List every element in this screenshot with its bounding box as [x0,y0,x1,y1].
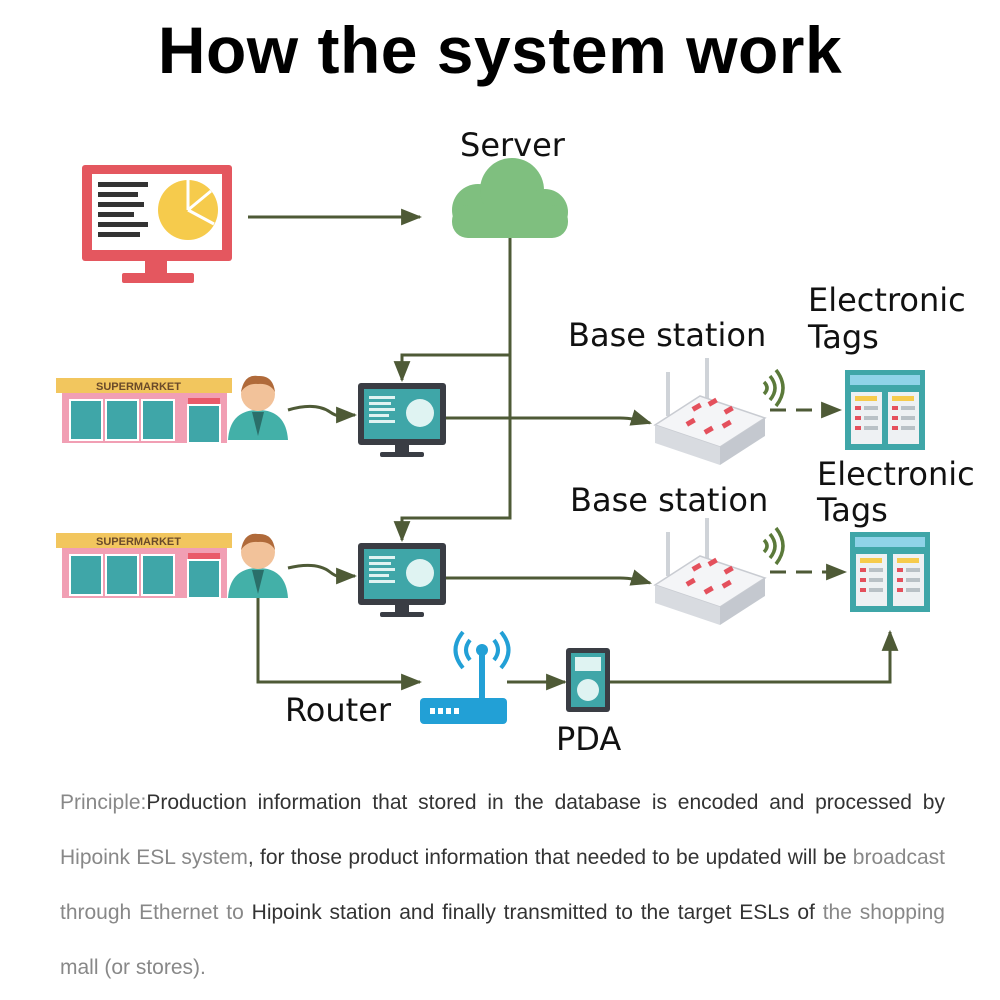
cloud-server-icon [452,158,568,238]
pda-device-icon [566,648,610,712]
clerk-2-avatar [228,533,288,598]
base-station-1-label: Base station [568,316,767,354]
principle-paragraph: Principle:Production information that st… [60,775,945,995]
supermarket-1-sign: SUPERMARKET [96,381,181,393]
electronic-tags-1-label-line1: Electronic [808,281,966,319]
wifi-signal-1-icon [762,368,785,408]
terminal-1-to-base-arrow [445,409,653,426]
router-icon [420,630,511,724]
supermarket-1-icon [56,378,232,444]
clerk-2-to-terminal-arrow [287,563,358,585]
connection-lines [248,208,899,691]
electronic-tags-2-icon [850,532,930,612]
principle-text-3: , for those product information that nee… [247,846,847,869]
wifi-signal-2-icon [762,526,785,566]
terminal-2-to-base-arrow [445,569,653,586]
pda-to-tags-arrow [610,629,899,684]
pda-label: PDA [556,720,622,758]
electronic-tags-2-label-line2: Tags [817,491,888,529]
supermarket-2-icon [56,533,232,599]
clerk-1-to-terminal-arrow [287,405,358,424]
base-station-2-icon [653,518,767,625]
principle-prefix: Principle: [60,791,147,814]
principle-text-4: broadcast through Ethernet to [60,846,945,924]
server-to-terminal-2-arrow [393,232,512,543]
electronic-tags-1-label-line2: Tags [808,318,879,356]
clerk-to-router-arrow [256,598,423,691]
principle-text-1: Production information that stored in th… [146,791,945,814]
router-label: Router [285,691,392,729]
supermarket-2-sign: SUPERMARKET [96,536,181,548]
terminal-2-monitor-icon [358,543,446,617]
clerk-1-avatar [228,375,288,440]
principle-text-5: Hipoink station and finally transmitted … [251,901,815,924]
principle-text-6: the shopping mall (or stores). [60,901,945,979]
principle-text-2: Hipoink ESL system [60,846,248,869]
base-station-1-icon [653,358,767,465]
server-to-terminal-1-arrow [393,353,510,383]
electronic-tags-1-icon [845,370,925,450]
page-title: How the system work [157,13,843,87]
base-station-2-label: Base station [570,481,769,519]
electronic-tags-2-label-line1: Electronic [817,455,975,493]
server-label: Server [460,126,565,164]
terminal-1-monitor-icon [358,383,446,457]
computer-monitor-icon [82,165,232,283]
